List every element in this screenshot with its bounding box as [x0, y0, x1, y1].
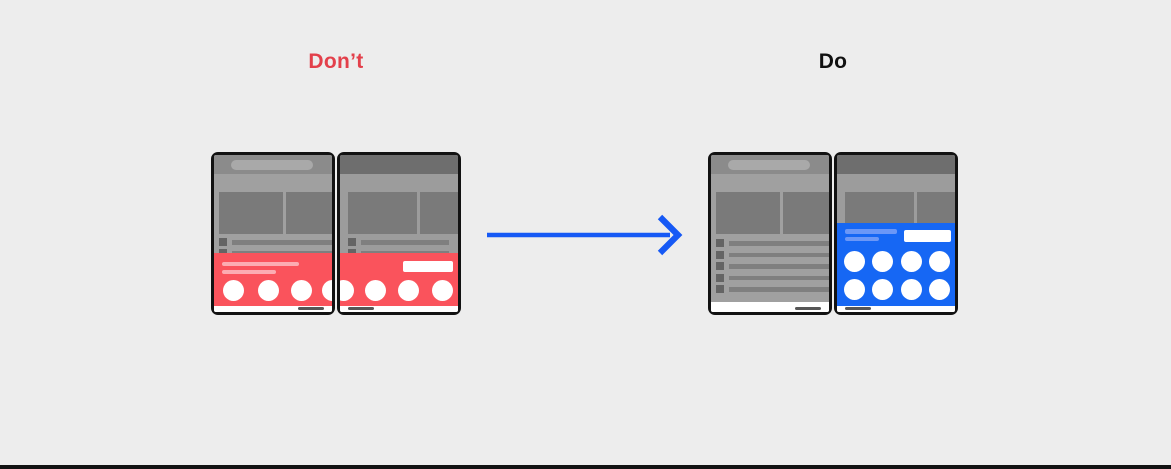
avatar-circle — [223, 280, 244, 301]
sheet-subtitle-line — [845, 236, 879, 241]
list-line — [729, 252, 829, 257]
dont-left-screen — [214, 155, 332, 312]
avatar-circle — [928, 250, 950, 272]
list-line — [729, 264, 829, 269]
right-arrow-icon — [487, 214, 683, 256]
avatar-circle — [872, 250, 893, 272]
list-row — [711, 262, 829, 270]
list-bullet — [348, 248, 356, 257]
avatar-circle — [364, 280, 386, 301]
gesture-strip — [340, 302, 458, 312]
list-line — [729, 287, 829, 292]
home-indicator-bar — [845, 306, 871, 310]
app-topbar — [214, 155, 332, 174]
home-indicator-bar — [348, 306, 374, 310]
sheet-action-button — [403, 261, 453, 272]
list-line — [232, 240, 332, 245]
avatar-circle-cut-by-fold — [340, 280, 354, 301]
list-row — [340, 238, 458, 246]
dont-device-pair — [211, 152, 461, 315]
gesture-strip — [837, 302, 955, 312]
search-pill — [728, 159, 810, 170]
window-bottom-edge — [0, 465, 1171, 469]
list-row — [340, 248, 458, 257]
hero-card — [716, 192, 780, 234]
avatar-circle — [398, 280, 419, 301]
hero-card — [348, 192, 417, 234]
avatar-circle — [928, 278, 950, 300]
do-right-screen-frame — [834, 152, 958, 315]
list-bullet — [716, 239, 724, 247]
dont-left-screen-frame — [211, 152, 335, 315]
list-row — [214, 238, 332, 246]
avatar-circle — [872, 278, 893, 300]
avatar-circle-cut-by-fold — [322, 280, 332, 301]
home-indicator-bar — [298, 306, 324, 310]
dont-heading: Don’t — [308, 50, 364, 73]
gesture-strip — [711, 302, 829, 312]
avatar-circle — [843, 278, 865, 300]
hero-card — [420, 192, 458, 234]
avatar-circle — [901, 250, 922, 272]
single-screen-bottom-sheet — [837, 223, 955, 306]
list-line — [729, 275, 829, 280]
sheet-action-button — [904, 230, 951, 242]
list-row — [214, 248, 332, 257]
gesture-strip — [214, 302, 332, 312]
avatar-circle — [258, 280, 279, 301]
list-row — [711, 239, 829, 247]
home-indicator-bar — [795, 306, 821, 310]
do-device-pair — [708, 152, 958, 315]
list-bullet — [716, 273, 724, 282]
dont-right-screen-frame — [337, 152, 461, 315]
search-pill — [231, 159, 313, 170]
list-bullet — [716, 250, 724, 259]
do-left-screen-frame — [708, 152, 832, 315]
cross-fold-bottom-sheet-left-half — [214, 253, 332, 306]
avatar-circle — [291, 280, 312, 301]
cross-fold-bottom-sheet-right-half — [340, 253, 458, 306]
hero-card — [286, 192, 332, 234]
avatar-circle — [432, 280, 453, 301]
hero-card — [219, 192, 283, 234]
list-line — [729, 241, 829, 246]
hero-card — [783, 192, 829, 234]
do-heading: Do — [818, 50, 848, 73]
app-topbar — [711, 155, 829, 174]
app-topbar — [837, 155, 955, 174]
sheet-subtitle-line — [222, 269, 276, 274]
list-line — [361, 250, 449, 255]
do-left-screen — [711, 155, 829, 312]
dont-right-screen — [340, 155, 458, 312]
list-bullet — [716, 262, 724, 270]
list-row — [711, 273, 829, 282]
app-topbar — [340, 155, 458, 174]
list-bullet — [716, 285, 724, 293]
list-bullet — [348, 238, 356, 246]
avatar-circle — [901, 278, 922, 300]
sheet-title-line — [222, 262, 299, 266]
do-right-screen — [837, 155, 955, 312]
sheet-title-line — [845, 229, 897, 234]
list-row — [711, 250, 829, 259]
list-line — [232, 250, 332, 255]
list-line — [361, 240, 449, 245]
avatar-circle — [843, 250, 865, 272]
list-bullet — [219, 248, 227, 257]
list-row — [711, 285, 829, 293]
list-bullet — [219, 238, 227, 246]
